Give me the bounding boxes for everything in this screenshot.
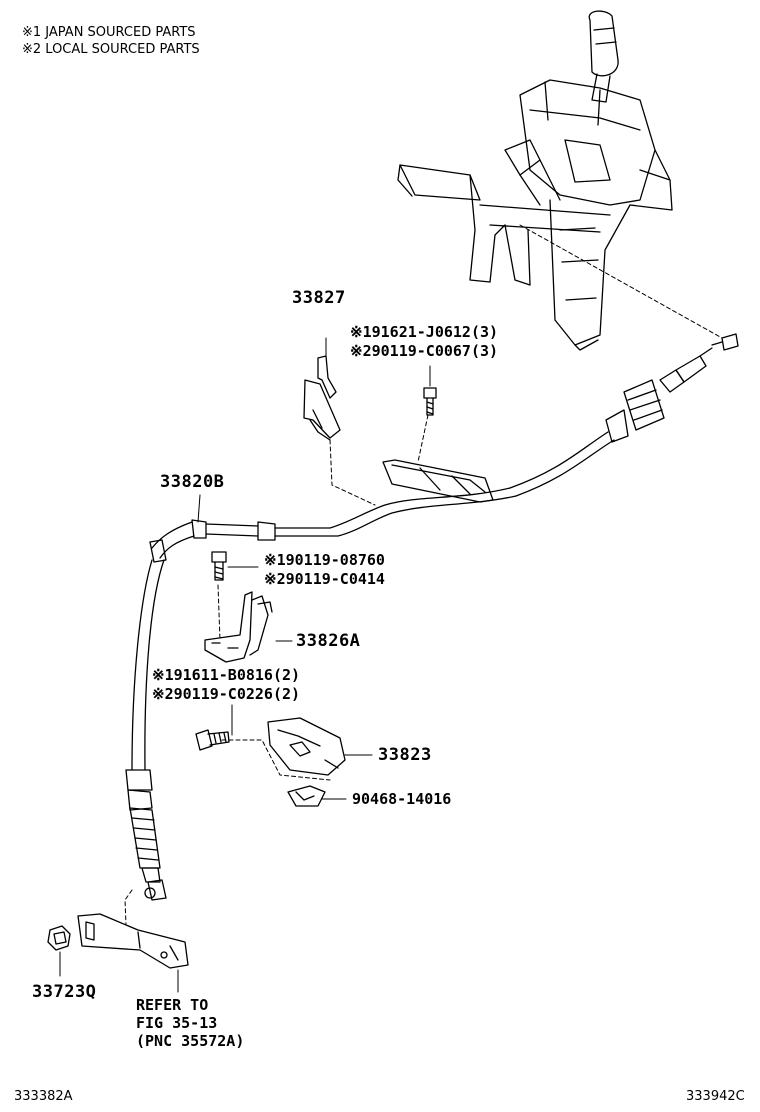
part-label-bolt-low-japan: ※191611-B0816(2) (152, 666, 301, 684)
part-label-33820b: 33820B (160, 472, 225, 492)
cable-mount-plate (382, 459, 494, 503)
part-label-bolt-mid-local: ※290119-C0414 (264, 570, 385, 588)
part-label-bolt-low-local: ※290119-C0226(2) (152, 685, 301, 703)
reference-line-3: (PNC 35572A) (136, 1032, 245, 1050)
shift-cable-33820b (125, 333, 739, 901)
bolt-mid (211, 551, 259, 581)
dashed-leaders (124, 224, 723, 926)
note-local-sourced: ※2 LOCAL SOURCED PARTS (22, 42, 200, 57)
part-label-33826a: 33826A (296, 631, 361, 651)
illustration-code-left: 333382A (14, 1089, 73, 1104)
reference-note: REFER TO FIG 35-13 (PNC 35572A) (136, 996, 244, 1050)
part-label-33827: 33827 (292, 288, 346, 308)
clip-90468 (287, 785, 347, 807)
illustration-code-right: 333942C (686, 1089, 745, 1104)
part-label-90468-14016: 90468-14016 (352, 790, 452, 808)
label-leaders (197, 494, 201, 523)
bracket-33823 (267, 717, 373, 776)
part-label-33823: 33823 (378, 745, 432, 765)
part-label-bolt-top-japan: ※191621-J0612(3) (350, 323, 499, 341)
part-label-bolt-mid-japan: ※190119-08760 (264, 551, 385, 569)
lower-bracket (47, 913, 189, 993)
reference-line-2: FIG 35-13 (136, 1014, 218, 1032)
bolt-top (423, 365, 437, 416)
part-label-bolt-top-local: ※290119-C0067(3) (350, 342, 499, 360)
clip-33827 (303, 337, 341, 441)
bolt-low (195, 704, 233, 751)
bracket-33826a (204, 591, 293, 663)
reference-line-1: REFER TO (136, 996, 209, 1014)
note-japan-sourced: ※1 JAPAN SOURCED PARTS (22, 25, 196, 40)
shift-lever-assembly (397, 10, 673, 351)
part-label-33723q: 33723Q (32, 982, 97, 1002)
